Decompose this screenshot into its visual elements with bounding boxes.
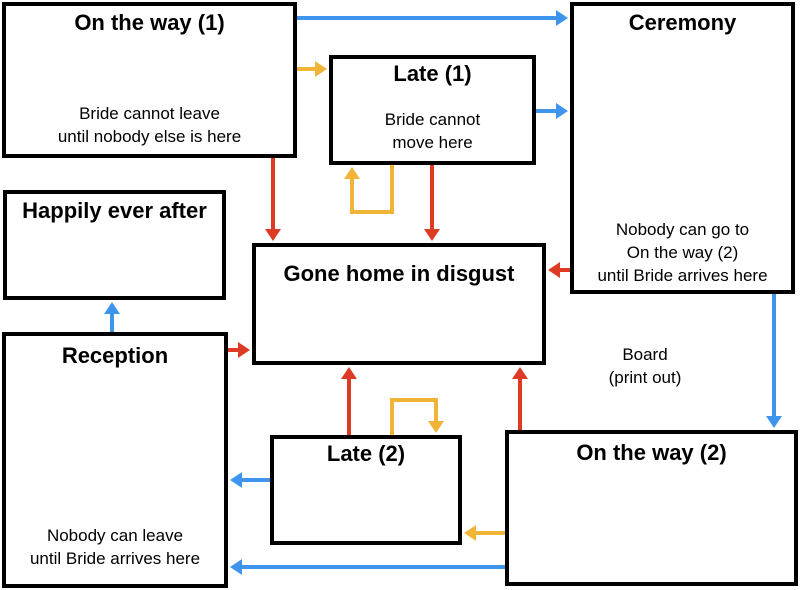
arrowhead-icon: [230, 472, 242, 488]
node-title: On the way (2): [576, 440, 727, 465]
node-on-the-way-2: On the way (2): [505, 430, 798, 586]
arrowhead-icon: [344, 167, 360, 179]
edge-line: [350, 165, 394, 214]
board-label: Board (print out): [608, 345, 682, 387]
edge-late-2-to-late-2: [390, 398, 444, 435]
arrowhead-icon: [315, 61, 327, 77]
edge-on-the-way-2-to-late-2: [464, 525, 505, 541]
node-note: Bride cannot leave until nobody else is …: [57, 104, 242, 146]
arrowhead-icon: [265, 229, 281, 241]
node-title: Late (1): [393, 61, 472, 86]
node-note: Bride cannot move here: [384, 110, 481, 152]
arrowhead-icon: [238, 342, 250, 358]
node-late-1: Late (1) Bride cannot move here: [329, 55, 536, 165]
edge-ceremony-to-gone-home: [548, 262, 570, 278]
node-title: Ceremony: [628, 10, 737, 35]
node-late-2: Late (2): [270, 435, 462, 545]
edge-late-2-to-reception: [230, 472, 270, 488]
node-note: Nobody can go to On the way (2) until Br…: [597, 220, 768, 285]
node-reception: Reception Nobody can leave until Bride a…: [2, 332, 228, 588]
arrowhead-icon: [341, 367, 357, 379]
edge-late-2-to-gone-home: [341, 367, 357, 435]
edge-on-the-way-1-to-ceremony: [297, 10, 568, 26]
arrowhead-icon: [548, 262, 560, 278]
edge-on-the-way-2-to-gone-home: [512, 367, 528, 430]
edge-on-the-way-2-to-reception: [230, 559, 505, 575]
arrowhead-icon: [556, 10, 568, 26]
edge-line: [390, 398, 438, 435]
node-note: Nobody can leave until Bride arrives her…: [29, 526, 201, 568]
arrowhead-icon: [428, 421, 444, 433]
node-title: Gone home in disgust: [283, 261, 515, 286]
arrowhead-icon: [104, 302, 120, 314]
node-happily-ever-after: Happily ever after: [3, 190, 226, 300]
node-title: Happily ever after: [22, 198, 207, 223]
arrowhead-icon: [424, 229, 440, 241]
edge-reception-to-happily-ever-after: [104, 302, 120, 332]
node-title: Late (2): [326, 441, 406, 466]
node-title: Reception: [61, 343, 169, 368]
node-gone-home-in-disgust: Gone home in disgust: [252, 243, 546, 365]
edge-on-the-way-1-to-gone-home: [265, 158, 281, 241]
arrowhead-icon: [464, 525, 476, 541]
edge-reception-to-gone-home: [228, 342, 250, 358]
edge-late-1-to-ceremony: [536, 103, 568, 119]
arrowhead-icon: [512, 367, 528, 379]
edge-late-1-to-late-1: [344, 165, 394, 214]
arrowhead-icon: [556, 103, 568, 119]
node-ceremony: Ceremony Nobody can go to On the way (2)…: [570, 2, 795, 294]
edge-on-the-way-1-to-late-1: [297, 61, 327, 77]
edge-late-1-to-gone-home: [424, 165, 440, 241]
edge-ceremony-to-on-the-way-2: [766, 294, 782, 428]
node-title: On the way (1): [74, 10, 225, 35]
node-on-the-way-1: On the way (1) Bride cannot leave until …: [2, 2, 297, 158]
arrowhead-icon: [766, 416, 782, 428]
arrowhead-icon: [230, 559, 242, 575]
